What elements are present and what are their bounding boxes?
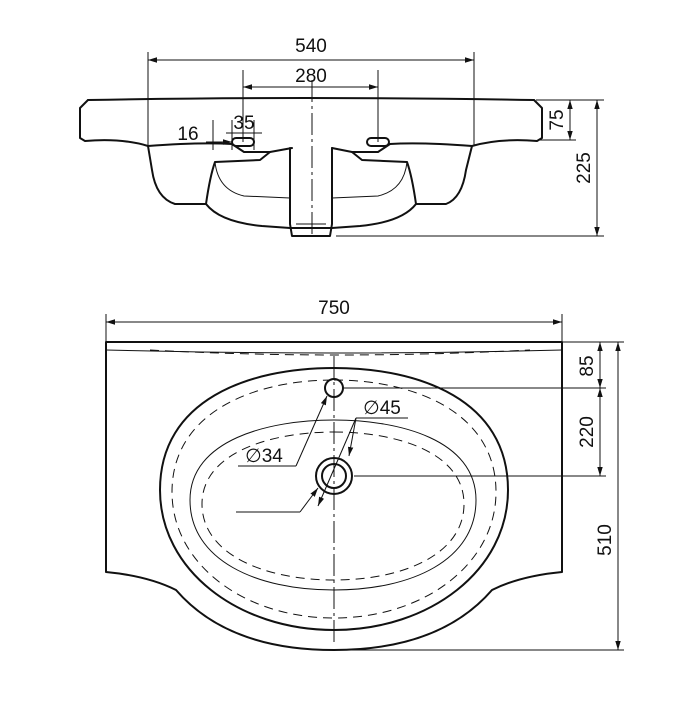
dim-d34-lower-leader <box>299 487 319 513</box>
front-left-wing <box>79 99 293 205</box>
front-right-wing <box>331 99 543 205</box>
plan-bowl-hidden-outer <box>171 379 497 619</box>
plan-back-edge <box>105 349 563 354</box>
front-view <box>79 80 543 238</box>
dim-d45-leader <box>317 417 357 507</box>
dim-540-label: 540 <box>295 36 327 57</box>
front-bowl-inner-left <box>214 161 291 199</box>
front-bowl-inner-right <box>331 161 408 199</box>
dim-510-label: 510 <box>595 524 616 556</box>
dim-d34-label: ∅34 <box>245 446 283 467</box>
dim-d34-leader <box>295 395 328 467</box>
dim-220-label: 220 <box>577 416 598 448</box>
dim-750-label: 750 <box>318 298 350 319</box>
plan-hidden-back <box>149 349 531 356</box>
dim-16-label: 16 <box>177 124 198 145</box>
plan-bowl-hidden-inner <box>201 431 465 581</box>
front-rim-underside-right <box>351 142 473 153</box>
dim-d45-label: ∅45 <box>363 398 401 419</box>
dim-75-label: 75 <box>547 109 568 130</box>
dim-35-label: 35 <box>233 113 254 134</box>
front-rim-underside <box>147 142 271 153</box>
plan-bowl-inner <box>189 419 477 591</box>
front-dimensions: 540 280 16 35 75 225 <box>147 36 604 237</box>
front-bowl <box>205 203 417 229</box>
dim-85-label: 85 <box>577 355 598 376</box>
dim-280-label: 280 <box>295 66 327 87</box>
front-rim-top <box>87 97 535 101</box>
front-drain-neck <box>289 147 333 237</box>
dim-225-label: 225 <box>574 152 595 184</box>
dim-d45-leader-2 <box>347 417 357 457</box>
plan-dimensions: 750 85 220 510 ∅45 ∅34 <box>105 298 624 651</box>
